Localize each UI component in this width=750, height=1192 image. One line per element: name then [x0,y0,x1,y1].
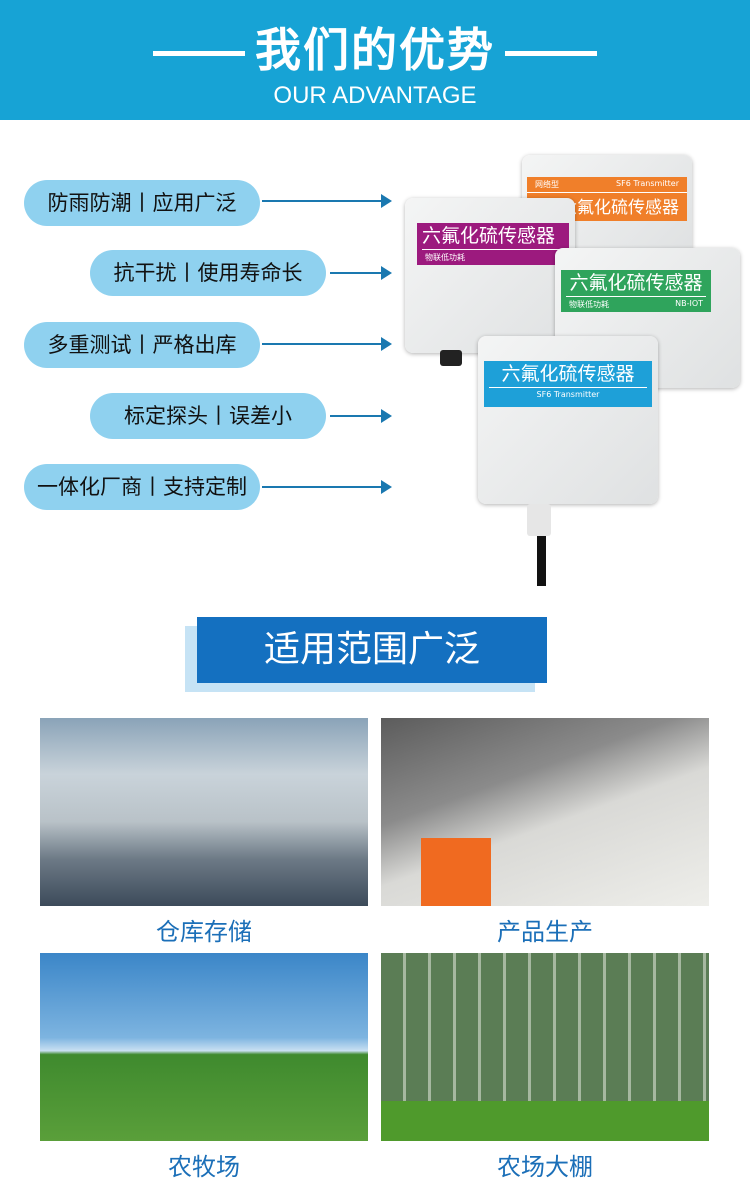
header-banner: 我们的优势 OUR ADVANTAGE [0,0,750,120]
advantage-pill: 多重测试丨严格出库 [24,322,260,368]
header-title-text: 我们的优势 [255,23,495,77]
advantage-pill: 抗干扰丨使用寿命长 [90,250,326,296]
sensor-device-blue: 六氟化硫传感器 SF6 Transmitter [478,336,658,504]
device-title: 六氟化硫传感器 [489,361,647,388]
arrow-icon [330,409,392,423]
application-label: 仓库存储 [156,918,252,946]
worker-vest [421,838,491,906]
device-model: SF6 Transmitter [536,390,600,399]
cable [537,536,546,586]
device-model: NB-IOT [675,299,703,308]
cable-gland [527,504,551,536]
header-subtitle: OUR ADVANTAGE [273,82,477,109]
device-title: 六氟化硫传感器 [422,223,564,250]
advantage-pill: 一体化厂商丨支持定制 [24,464,260,510]
arrow-icon [262,194,392,208]
header-title: 我们的优势 [0,14,750,80]
section-title: 适用范围广泛 [197,617,547,683]
photo-production [381,718,709,906]
device-type: 网络型 [535,180,559,189]
device-type: 物联低功耗 [569,300,609,309]
photo-warehouse [40,718,368,906]
photo-greenhouse [381,953,709,1141]
advantage-pill: 标定探头丨误差小 [90,393,326,439]
arrow-icon [262,480,392,494]
lawn [381,1101,709,1141]
connector [440,350,462,366]
device-model: SF6 Transmitter [616,179,679,188]
arrow-icon [330,266,392,280]
sensor-device-purple: 六氟化硫传感器 物联低功耗 [405,198,575,366]
device-label: 六氟化硫传感器 物联低功耗 NB-IOT [561,270,711,312]
arrow-icon [262,337,392,351]
device-title: 六氟化硫传感器 [566,270,706,297]
device-label: 六氟化硫传感器 SF6 Transmitter [484,361,652,407]
device-title: 六氟化硫传感器 [560,198,679,218]
application-label: 农场大棚 [497,1153,593,1181]
device-type: 物联低功耗 [425,253,465,262]
advantage-pill: 防雨防潮丨应用广泛 [24,180,260,226]
photo-pasture [40,953,368,1141]
application-label: 产品生产 [497,918,593,946]
device-label: 六氟化硫传感器 物联低功耗 [417,223,569,265]
application-label: 农牧场 [168,1153,240,1181]
